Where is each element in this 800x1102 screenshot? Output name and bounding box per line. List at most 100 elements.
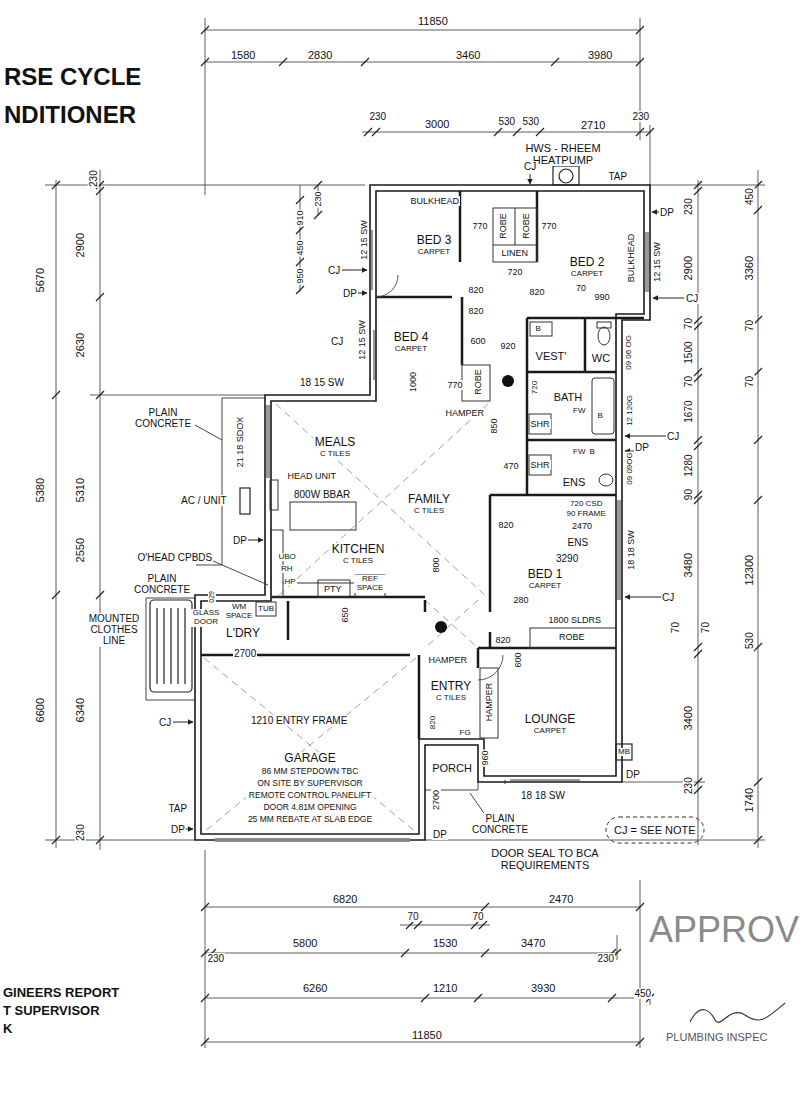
room-name: BED 4 [394, 331, 429, 345]
plan-annotation: LINEN [501, 248, 530, 258]
plan-annotation: 11850 [411, 1029, 443, 1041]
signature [690, 1003, 785, 1022]
plan-annotation: 230 [597, 953, 616, 964]
plan-annotation: SHR [530, 460, 551, 470]
plan-annotation: FW [572, 448, 586, 457]
smoke-alarm [435, 621, 447, 633]
tile-pattern [204, 404, 488, 832]
plan-annotation: 90 [682, 488, 693, 501]
clothes-line [157, 608, 185, 684]
plan-annotation: 920 [500, 341, 517, 351]
window [267, 230, 648, 784]
plan-annotation: ENS [567, 537, 590, 548]
external-wall [201, 191, 644, 834]
plan-annotation: 850 [489, 418, 499, 435]
plan-annotation: DOOR SEAL TO BCA REQUIREMENTS [490, 847, 600, 872]
joinery [493, 208, 537, 262]
plan-annotation: 720 CSD [569, 500, 603, 509]
room-note: C TILES [408, 506, 450, 515]
room-name: BED 1 [528, 568, 563, 582]
plan-annotation: 70 [472, 911, 485, 922]
plan-annotation: MOUNTED CLOTHES LINE [86, 613, 143, 647]
plan-annotation: CJ [661, 592, 675, 603]
plan-annotation: 12 15 SW [652, 241, 662, 283]
plan-annotation: 910 [295, 210, 305, 227]
room-name: ENTRY [431, 680, 471, 694]
plan-annotation: TAP [168, 803, 189, 814]
room-name: KITCHEN [332, 543, 385, 557]
leader-arrow [173, 174, 684, 829]
external-wall [195, 185, 650, 840]
leader-line [213, 561, 268, 585]
hot-water-unit [553, 166, 579, 185]
plan-annotation: GLASS DOOR [190, 609, 222, 627]
plan-annotation: 3480 [682, 552, 694, 578]
plan-annotation: 950 [295, 268, 305, 285]
plan-annotation: 770 [472, 221, 489, 231]
plan-annotation: 530 [498, 116, 517, 127]
leader-arrow [342, 270, 367, 271]
plan-annotation: 820 [468, 285, 485, 295]
room-name: FAMILY [408, 493, 450, 507]
joinery [270, 480, 278, 510]
room-label: KITCHENC TILES [330, 543, 387, 566]
plan-annotation: 3290 [555, 553, 579, 564]
plan-annotation: 230 [682, 776, 693, 795]
joinery [480, 668, 498, 738]
clothes-line [150, 600, 192, 692]
plan-annotation: 2700 [233, 648, 257, 659]
signature [690, 1003, 785, 1022]
plan-annotation: FW [572, 407, 586, 416]
ac-unit [240, 488, 250, 514]
garage-door [215, 838, 410, 842]
dimension-tick [694, 181, 702, 794]
sanitary-fixture [592, 378, 614, 434]
sanitary-fixture [529, 455, 551, 475]
internal-wall [201, 597, 425, 739]
plan-annotation: 2900 [74, 232, 86, 258]
door-swing [376, 275, 503, 680]
plan-annotation: FG [459, 729, 472, 738]
plan-annotation: CJ [666, 431, 680, 442]
dimension-tick [52, 181, 322, 844]
plan-annotation: WM SPACE [223, 603, 255, 621]
plan-annotation: 1800 SLDRS [548, 615, 603, 625]
hot-water-unit [559, 169, 573, 183]
plan-annotation: 6340 [74, 697, 86, 723]
plan-annotation: 1500 [683, 340, 694, 364]
plan-annotation: AC / UNIT [180, 495, 228, 506]
plan-annotation: CJ [685, 293, 699, 304]
room-name: BED 3 [417, 234, 452, 248]
plan-annotation: 770 [541, 221, 558, 231]
plan-annotation: 5310 [74, 477, 86, 503]
plan-annotation: HAMPER [428, 655, 469, 665]
dimension-line [45, 18, 765, 1048]
plan-annotation: 450 [634, 988, 653, 999]
room-label: LOUNGECARPET [523, 713, 578, 736]
joinery [271, 530, 283, 597]
room-note: CARPET [570, 269, 605, 278]
plan-annotation: 230 [682, 197, 693, 216]
plan-annotation: 820 [498, 520, 515, 530]
plan-annotation: 70 [669, 621, 680, 634]
room-label: ENTRYC TILES [429, 680, 473, 703]
dimension-tick [201, 26, 654, 136]
room-name: ENS [563, 476, 586, 489]
plan-annotation: 6260 [302, 982, 328, 994]
room-name: GARAGE [248, 752, 372, 766]
plan-annotation: ROBE [558, 632, 586, 642]
door-swing [376, 275, 398, 297]
tile-pattern [276, 404, 488, 598]
room-label: PORCH [430, 762, 474, 775]
plan-annotation: UBO [278, 553, 297, 562]
room-label: GARAGE86 MM STEPDOWN TBCON SITE BY SUPER… [246, 752, 374, 825]
plan-annotation: RH [280, 565, 294, 574]
room-name: VEST' [536, 350, 567, 363]
plan-annotation: 12 15 SW [357, 319, 367, 361]
room-label: BED 2CARPET [568, 256, 607, 279]
plan-annotation: 6820 [332, 893, 358, 905]
plan-annotation: 2470 [548, 893, 574, 905]
sanitary-fixture [529, 414, 551, 434]
room-label: BED 1CARPET [526, 568, 565, 591]
plan-annotation: SHR [530, 419, 551, 429]
